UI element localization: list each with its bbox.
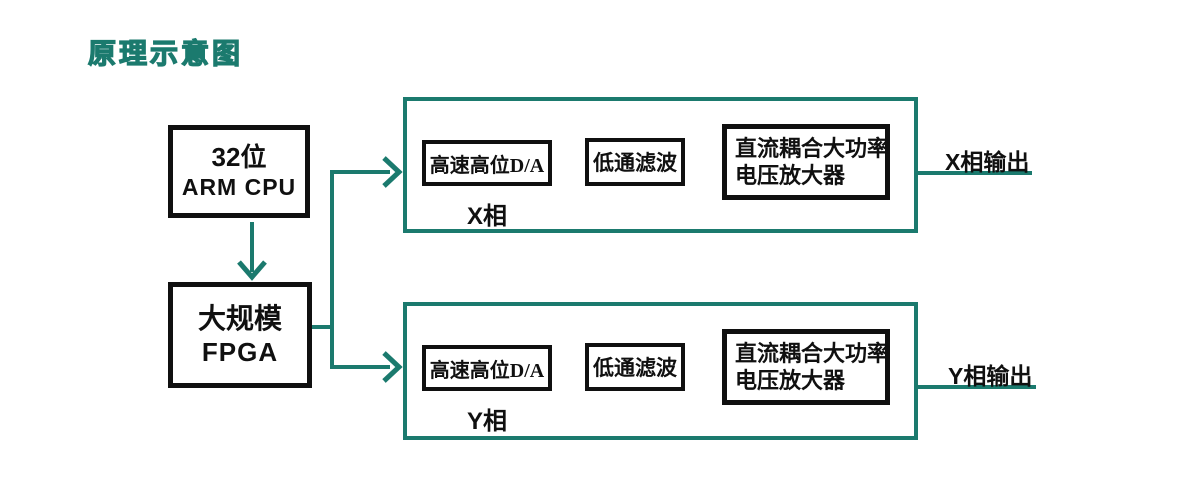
lowpass-filter-box-y: 低通滤波 bbox=[585, 343, 685, 391]
amplifier-box-x: 直流耦合大功率 电压放大器 bbox=[722, 124, 890, 200]
cpu-box: 32位 ARM CPU bbox=[168, 125, 310, 218]
phase-label-y: Y相 bbox=[466, 408, 507, 435]
down-arrowhead-icon bbox=[237, 260, 267, 281]
dac-box-x: 高速高位D/A bbox=[422, 140, 552, 186]
right-arrowhead-x-icon bbox=[382, 156, 403, 188]
amplifier-box-y-line1: 直流耦合大功率 bbox=[735, 340, 890, 366]
channel-y-container: 高速高位D/A 低通滤波 直流耦合大功率 电压放大器 Y相 bbox=[403, 302, 918, 440]
dac-box-y: 高速高位D/A bbox=[422, 345, 552, 391]
page-title: 原理示意图 bbox=[87, 36, 244, 70]
amplifier-box-x-line1: 直流耦合大功率 bbox=[735, 135, 890, 161]
amplifier-box-y-line2: 电压放大器 bbox=[735, 368, 846, 393]
cpu-box-line2: ARM CPU bbox=[181, 174, 297, 201]
right-arrowhead-y-icon bbox=[382, 351, 403, 383]
output-label-y: Y相输出 bbox=[948, 363, 1033, 389]
fpga-box-line1: 大规模 bbox=[197, 303, 282, 335]
cpu-box-line1: 32位 bbox=[211, 141, 267, 172]
phase-label-x: X相 bbox=[466, 203, 507, 230]
amplifier-box-x-line2: 电压放大器 bbox=[735, 163, 846, 188]
fpga-box-line2: FPGA bbox=[201, 337, 279, 368]
channel-x-container: 高速高位D/A 低通滤波 直流耦合大功率 电压放大器 X相 bbox=[403, 97, 918, 233]
output-label-x: X相输出 bbox=[945, 149, 1030, 175]
fpga-box: 大规模 FPGA bbox=[168, 282, 312, 388]
lowpass-filter-box-x: 低通滤波 bbox=[585, 138, 685, 186]
amplifier-box-y: 直流耦合大功率 电压放大器 bbox=[722, 329, 890, 405]
